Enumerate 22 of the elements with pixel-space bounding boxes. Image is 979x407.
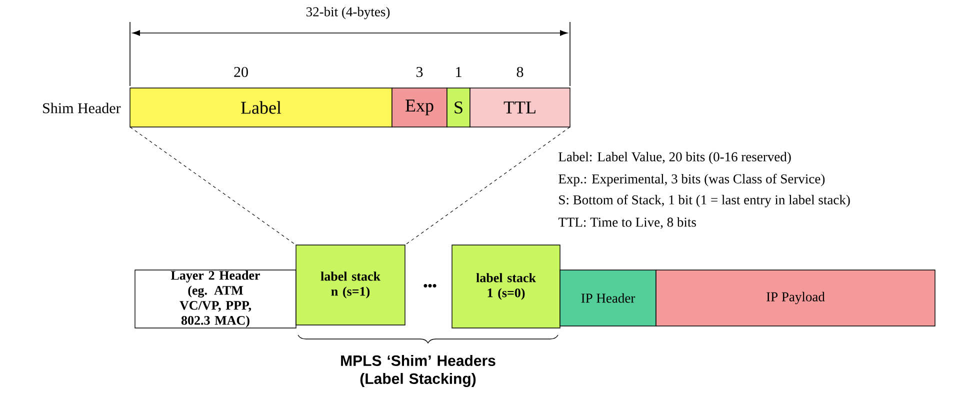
note-text: Label: Label Value, 20 bits (0-16 reserved)	[558, 152, 791, 164]
field-box: TTL	[470, 88, 570, 128]
dashed-line	[130, 126, 296, 246]
header-box: Layer 2 Header (eg. ATM VC/VP, PPP, 802.3 MAC)	[134, 270, 296, 328]
field-box: S	[446, 88, 470, 128]
dimension-label: 32-bit (4-bytes)	[306, 6, 390, 20]
header-box: IP Header	[560, 270, 656, 326]
label-stack-box: label stack n (s=1)	[296, 244, 406, 326]
bit-count: 1	[456, 67, 462, 77]
dashed-line	[404, 126, 570, 246]
field-box: Exp	[392, 88, 448, 128]
note-text: Exp.: Experimental, 3 bits (was Class of Service)	[558, 174, 825, 186]
ellipsis: •••	[424, 284, 436, 288]
bit-count: 20	[234, 66, 248, 78]
bit-count: 8	[516, 66, 524, 78]
brace-label: MPLS ‘Shim’ Headers (Label Stacking)	[341, 354, 496, 388]
bit-count: 3	[416, 66, 423, 78]
label-stack-box: label stack 1 (s=0)	[452, 244, 560, 328]
field-box: Label	[130, 88, 392, 128]
note-text: TTL: Time to Live, 8 bits	[558, 217, 696, 229]
payload-box: IP Payload	[656, 270, 936, 326]
note-text: S: Bottom of Stack, 1 bit (1 = last entry in label stack)	[559, 194, 850, 208]
